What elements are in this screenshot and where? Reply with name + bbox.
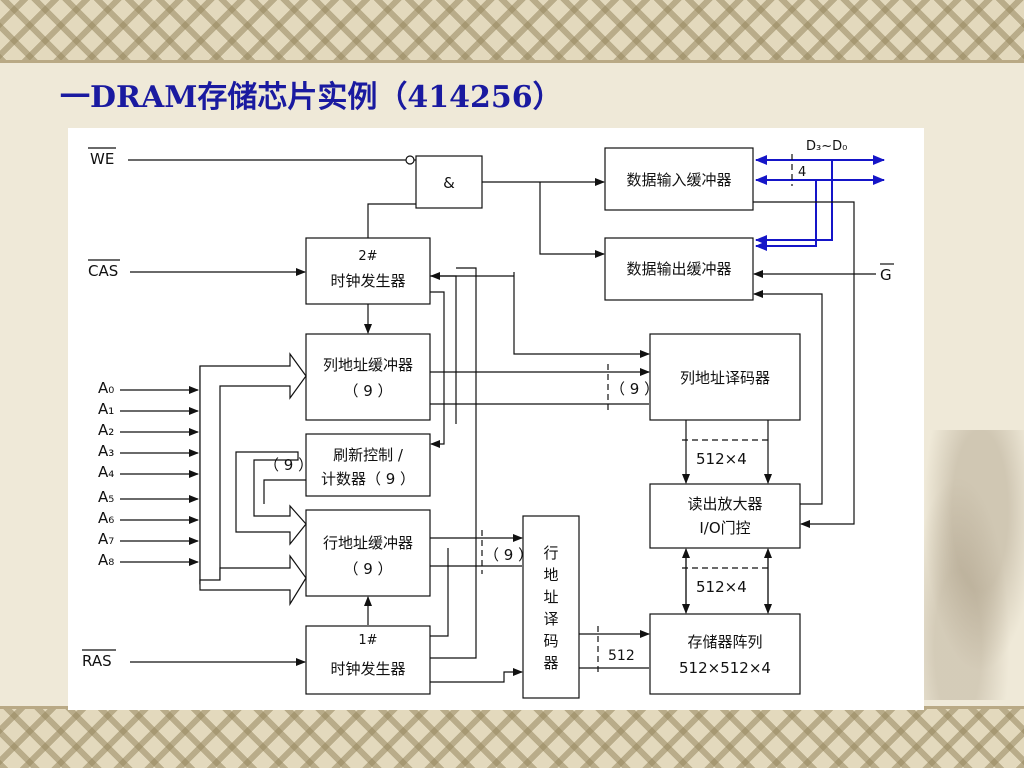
- clock-2-id-label: 2#: [358, 249, 377, 264]
- we-signal-label: WE: [90, 150, 114, 168]
- clock-1-name-label: 时钟发生器: [330, 660, 405, 678]
- refresh-label-2: 计数器（ 9 ）: [321, 470, 415, 488]
- clock-generator-2-block: [305, 237, 431, 305]
- clock2-to-col-decoder: [513, 272, 650, 358]
- data-output-buffer-block: [604, 237, 754, 301]
- clock-1-id-label: 1#: [358, 633, 377, 648]
- memory-array-label-2: 512×512×4: [679, 659, 771, 677]
- row-decoder-char-1: 行: [543, 544, 558, 562]
- address-pin-a2: A₂: [98, 421, 114, 439]
- address-pins: A₀ A₁ A₂ A₃ A₄ A₅ A₆ A₇ A₈: [98, 379, 199, 569]
- col-bus-label: （ 9 ）: [610, 380, 659, 398]
- and-gate-label: &: [443, 174, 455, 192]
- data-bus-width-label: 4: [798, 165, 806, 180]
- address-pin-a5: A₅: [98, 488, 114, 506]
- data-bus-label: D₃~D₀: [806, 139, 847, 154]
- clock1-to-refresh: [430, 548, 449, 637]
- we-inverter-bubble: [405, 155, 415, 165]
- address-bus-to-row-buffer: [199, 554, 307, 607]
- col-addr-buffer-label: 列地址缓冲器: [323, 356, 413, 374]
- top-border-line: [0, 60, 1024, 63]
- row-addr-buffer-bits-label: （ 9 ）: [343, 560, 392, 578]
- clock2-to-refresh: [430, 291, 445, 448]
- plum-branch-decoration: [914, 430, 1024, 700]
- clock-2-name-label: 时钟发生器: [330, 272, 405, 290]
- row-addr-decoder-block: [522, 515, 580, 699]
- sense-to-output-buffer: [753, 290, 823, 505]
- sense-amp-label-2: I/O门控: [699, 519, 750, 537]
- refresh-counter-block: [305, 433, 431, 497]
- and-gate-block: [415, 155, 483, 209]
- data-out-blue-2: [755, 160, 833, 245]
- top-decorative-border: [0, 0, 1024, 62]
- row-decoder-char-3: 址: [543, 588, 558, 606]
- refresh-label-1: 刷新控制 /: [333, 446, 404, 464]
- row-addr-buffer-block: [305, 509, 431, 597]
- data-out-blue-1: [755, 180, 817, 251]
- clock1-to-row-decoder: [430, 668, 523, 683]
- sense-amp-label-1: 读出放大器: [687, 495, 762, 513]
- diagram-svg: & 数据输入缓冲器 数据输出缓冲器 2# 时钟发生器 列地址缓冲器 （ 9 ） …: [82, 139, 894, 699]
- dram-block-diagram: & 数据输入缓冲器 数据输出缓冲器 2# 时钟发生器 列地址缓冲器 （ 9 ） …: [68, 128, 924, 710]
- clock2-to-and-gate: [367, 203, 416, 238]
- row-decoder-char-5: 码: [543, 632, 558, 650]
- refresh-bus-label: （ 9 ）: [264, 456, 313, 474]
- array-bus-label: 512×4: [696, 578, 747, 596]
- refresh-counter-loop: [263, 479, 306, 504]
- clock1-to-clock2: [430, 267, 477, 659]
- col-addr-decoder-label: 列地址译码器: [680, 369, 770, 387]
- memory-array-block: [649, 613, 801, 695]
- address-pin-a4: A₄: [98, 463, 114, 481]
- row-decoder-char-6: 器: [543, 654, 558, 672]
- address-pin-a0: A₀: [98, 379, 114, 397]
- clock-generator-1-block: [305, 625, 431, 695]
- input-buffer-to-sense: [753, 201, 855, 528]
- sense-bus-label: 512×4: [696, 450, 747, 468]
- row-addr-buffer-label: 行地址缓冲器: [323, 534, 413, 552]
- address-pin-a1: A₁: [98, 400, 114, 418]
- address-pin-a3: A₃: [98, 442, 114, 460]
- row-decoder-char-4: 译: [543, 610, 558, 628]
- row-decoder-char-2: 地: [543, 566, 558, 584]
- address-pin-a6: A₆: [98, 509, 114, 527]
- cas-signal-label: CAS: [88, 262, 118, 280]
- memory-array-label-1: 存储器阵列: [687, 633, 762, 651]
- sense-amp-block: [649, 483, 801, 549]
- row-decode-bus-label: 512: [608, 648, 635, 664]
- ras-signal-label: RAS: [82, 652, 112, 670]
- and-to-output-buffer: [539, 182, 605, 258]
- col-addr-buffer-bits-label: （ 9 ）: [343, 382, 392, 400]
- row-bus-label: （ 9 ）: [484, 546, 533, 564]
- data-input-buffer-block: [604, 147, 754, 211]
- refresh-bus-to-row-buffer: [235, 451, 307, 546]
- bottom-decorative-border: [0, 706, 1024, 768]
- g-signal-label: G: [880, 266, 892, 284]
- data-input-buffer-label: 数据输入缓冲器: [626, 171, 731, 189]
- data-output-buffer-label: 数据输出缓冲器: [626, 260, 731, 278]
- col-addr-buffer-block: [305, 333, 431, 421]
- col-addr-decoder-block: [649, 333, 801, 421]
- address-pin-a8: A₈: [98, 551, 114, 569]
- slide-title: 一DRAM存储芯片实例（414256）: [60, 80, 563, 115]
- address-pin-a7: A₇: [98, 530, 114, 548]
